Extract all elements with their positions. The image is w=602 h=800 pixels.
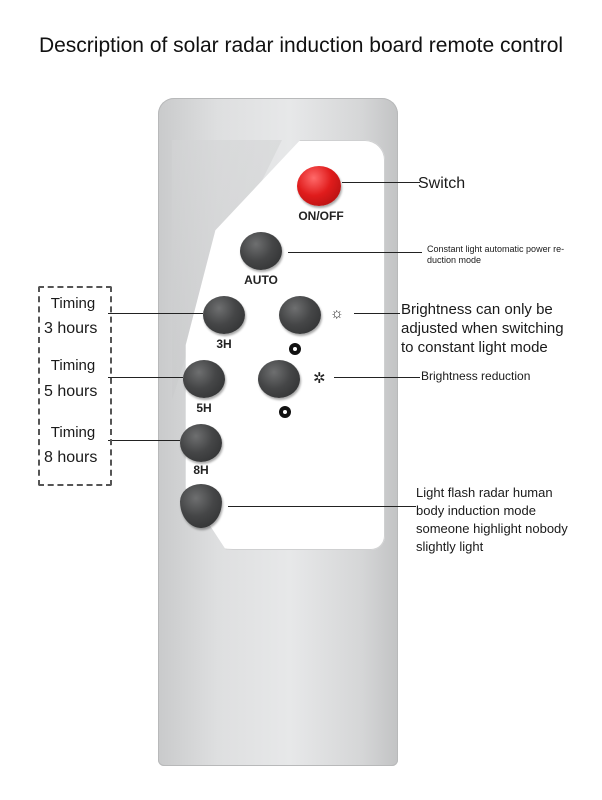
switch-leader-line (342, 182, 420, 183)
brightness-reduction-annotation: Brightness reduction (421, 369, 531, 383)
timer-3h-button[interactable] (203, 296, 245, 334)
timing-5-hours: 5 hours (44, 383, 98, 400)
auto-button[interactable] (240, 232, 282, 270)
radar-mode-button[interactable] (180, 484, 222, 528)
timing-5-label: Timing (50, 357, 96, 374)
timing-8-label: Timing (50, 424, 96, 441)
power-button[interactable] (297, 166, 341, 206)
timing-3-hours: 3 hours (44, 320, 98, 337)
dot-icon-2 (279, 406, 291, 418)
timer-3h-leader-line (108, 313, 203, 314)
reduction-leader-line (334, 377, 420, 378)
sun-dim-icon: ✲ (313, 370, 326, 387)
timer-5h-label: 5H (196, 401, 212, 415)
brightness-leader-line (354, 313, 400, 314)
timer-5h-button[interactable] (183, 360, 225, 398)
switch-annotation: Switch (418, 175, 466, 192)
constant-leader-line (288, 252, 422, 253)
brightness-down-button[interactable] (258, 360, 300, 398)
radar-leader-line (228, 506, 416, 507)
dot-icon (289, 343, 301, 355)
brightness-note-annotation: Brightness can only be adjusted when swi… (401, 301, 564, 356)
timer-8h-leader-line (108, 440, 180, 441)
timing-8-hours: 8 hours (44, 449, 98, 466)
timing-3-label: Timing (50, 295, 96, 312)
timer-8h-button[interactable] (180, 424, 222, 462)
timer-8h-label: 8H (193, 463, 209, 477)
constant-light-annotation: Constant light automatic power re- ducti… (427, 244, 565, 265)
timer-3h-label: 3H (216, 337, 232, 351)
auto-button-label: AUTO (244, 273, 278, 287)
radar-mode-annotation: Light flash radar human body induction m… (416, 485, 568, 554)
brightness-up-button[interactable] (279, 296, 321, 334)
page-title: Description of solar radar induction boa… (38, 34, 564, 57)
sun-icon: ☼ (330, 305, 344, 322)
timing-group-box (38, 286, 112, 486)
timer-5h-leader-line (108, 377, 183, 378)
power-button-label: ON/OFF (298, 209, 344, 223)
